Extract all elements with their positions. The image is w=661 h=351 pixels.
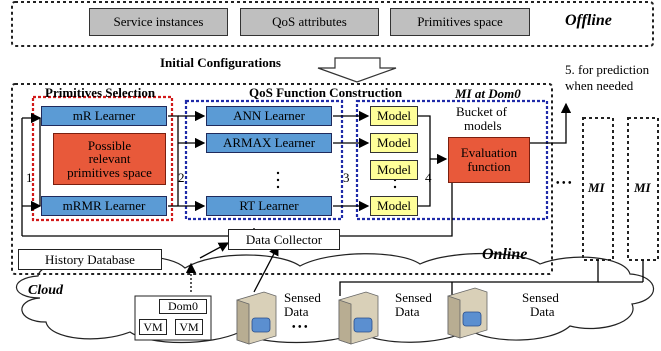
rt-learner-box: RT Learner (206, 196, 332, 216)
qos-function-title: QoS Function Construction (249, 85, 403, 100)
dom0-label: Dom0 (168, 299, 198, 314)
prediction-note-line-1: 5. for prediction (565, 62, 650, 77)
model-box-2: Model (370, 133, 418, 153)
primitives-space-box: Primitives space (390, 8, 530, 36)
ann-learner-label: ANN Learner (233, 108, 305, 124)
cloud-label: Cloud (28, 283, 64, 298)
model-label-4: Model (377, 198, 411, 214)
data-collector-label: Data Collector (245, 231, 323, 247)
step-4-label: 4 (425, 170, 432, 185)
server-icon-1 (236, 291, 277, 345)
servers-ellipsis: • • • (292, 322, 308, 333)
server-icon-3 (447, 287, 488, 339)
sensed-data-3-line-1: Sensed (522, 290, 559, 305)
step-3-label: 3 (343, 170, 350, 185)
sensed-data-2-line-2: Data (395, 304, 420, 319)
bucket-label-line-1: Bucket of (456, 104, 507, 119)
initial-configurations-label: Initial Configurations (160, 55, 281, 70)
offline-frame (11, 1, 654, 47)
primitives-selection-title: Primitives Selection (45, 85, 156, 100)
sensed-data-3-line-2: Data (530, 304, 555, 319)
sensed-data-2-line-1: Sensed (395, 290, 432, 305)
service-instances-label: Service instances (113, 14, 204, 30)
service-instances-box: Service instances (89, 8, 228, 36)
model-label-3: Model (377, 162, 411, 178)
history-database-box: History Database (18, 249, 162, 270)
data-collector-box: Data Collector (228, 229, 340, 250)
mi-ellipsis: • • • (556, 178, 572, 189)
evaluation-line-2: function (467, 159, 511, 174)
server-icon-2 (338, 291, 379, 345)
mi-at-dom0-label: MI at Dom0 (455, 86, 521, 101)
learners-ellipsis (276, 171, 280, 189)
mr-learner-box: mR Learner (41, 106, 167, 126)
vm-label-1: VM (143, 319, 163, 334)
step-2-label: 2 (178, 170, 185, 185)
vm-label-2: VM (179, 319, 199, 334)
rt-learner-label: RT Learner (239, 198, 299, 214)
history-database-label: History Database (45, 251, 135, 267)
qos-frame (184, 99, 344, 221)
qos-attributes-label: QoS attributes (272, 14, 347, 30)
mi-box-label-2: MI (634, 180, 651, 195)
bucket-label-line-2: models (464, 118, 502, 133)
mi-box-label-1: MI (588, 180, 605, 195)
mrmr-learner-box: mRMR Learner (41, 196, 167, 216)
armax-learner-label: ARMAX Learner (222, 135, 316, 151)
space-line-1: Possible (87, 137, 132, 153)
online-frame (11, 83, 553, 275)
qos-attributes-box: QoS attributes (240, 8, 379, 36)
offline-label: Offline (565, 12, 612, 29)
mr-learner-label: mR Learner (72, 108, 136, 124)
online-label: Online (482, 246, 528, 263)
prediction-note-line-2: when needed (565, 78, 634, 93)
armax-learner-box: ARMAX Learner (206, 133, 332, 153)
model-label-1: Model (377, 108, 411, 124)
ann-learner-box: ANN Learner (206, 106, 332, 126)
dom0-box: Dom0 (159, 299, 207, 314)
space-line-2: relevant (88, 151, 131, 167)
sensed-data-1-line-1: Sensed (284, 290, 321, 305)
mrmr-learner-label: mRMR Learner (62, 198, 146, 214)
model-label-2: Model (377, 135, 411, 151)
evaluation-line-1: Evaluation (460, 145, 518, 161)
sensed-data-1-line-2: Data (284, 304, 309, 319)
vm-box-1: VM (139, 319, 167, 335)
space-line-3: primitives space (67, 164, 152, 180)
evaluation-function-box: Evaluation function (448, 137, 530, 183)
primitives-frame (31, 95, 174, 222)
primitives-space-label: Primitives space (417, 14, 503, 30)
step-1-label: 1 (26, 170, 33, 185)
model-box-1: Model (370, 106, 418, 126)
model-box-4: Model (370, 196, 418, 216)
vm-box-2: VM (175, 319, 203, 335)
initial-config-arrow (317, 57, 397, 83)
primitives-space-block: Possible relevant primitives space (53, 133, 166, 185)
model-box-3: Model (370, 160, 418, 180)
